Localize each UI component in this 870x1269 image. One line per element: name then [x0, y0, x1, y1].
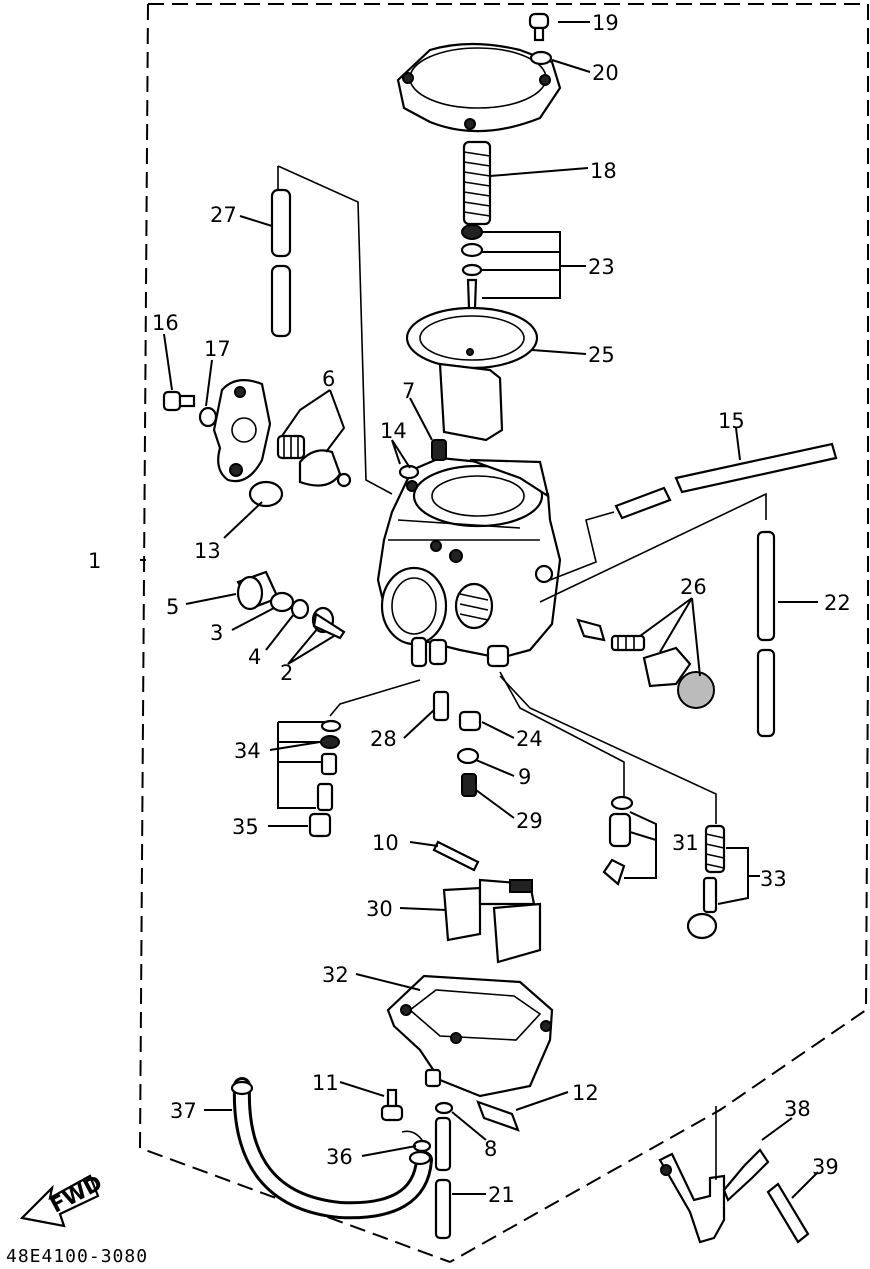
label-2: 2 [280, 661, 293, 685]
part-needle-valve-31 [602, 795, 634, 886]
leader-15-tube [549, 511, 615, 581]
label-6: 6 [322, 367, 335, 391]
label-27: 27 [210, 203, 237, 227]
part-plug-35 [308, 812, 332, 838]
label-5: 5 [166, 595, 179, 619]
label-20: 20 [592, 61, 619, 85]
leader-27-tube [277, 165, 393, 495]
label-26: 26 [680, 575, 707, 599]
part-screw-19 [528, 12, 550, 42]
part-clip-36 [401, 1130, 432, 1153]
label-3: 3 [210, 621, 223, 645]
leader-lines [140, 21, 819, 1199]
part-washer-17 [198, 406, 218, 428]
label-15: 15 [718, 409, 745, 433]
diagram-code: 48E4100-3080 [6, 1246, 148, 1267]
part-washer-8 [434, 1101, 454, 1115]
label-4: 4 [248, 645, 261, 669]
part-bracket-38 [658, 1148, 770, 1244]
part-washer-4 [290, 598, 310, 620]
part-spring-18 [462, 140, 492, 226]
label-10: 10 [372, 831, 399, 855]
label-39: 39 [812, 1155, 839, 1179]
label-24: 24 [516, 727, 543, 751]
part-jet-24 [458, 710, 482, 732]
part-o-ring-13 [248, 480, 284, 508]
part-diaphragm-25 [405, 306, 539, 442]
part-tube-15 [614, 442, 838, 520]
fwd-arrow-icon: FWD [19, 1171, 106, 1228]
part-tube-22 [756, 530, 776, 738]
part-top-cover [396, 42, 562, 133]
part-washer-3 [269, 591, 295, 613]
label-38: 38 [784, 1097, 811, 1121]
label-17: 17 [204, 337, 231, 361]
label-19: 19 [592, 11, 619, 35]
label-14: 14 [380, 419, 407, 443]
label-18: 18 [590, 159, 617, 183]
part-screw-16 [162, 390, 196, 412]
label-28: 28 [370, 727, 397, 751]
label-33: 33 [760, 867, 787, 891]
part-tube-27 [270, 188, 292, 338]
label-32: 32 [322, 963, 349, 987]
part-tube-21 [434, 1116, 452, 1240]
label-11: 11 [312, 1071, 339, 1095]
part-drain-screw-12 [476, 1100, 520, 1132]
part-labels: 19 20 18 23 25 27 16 17 6 7 14 15 13 1 5… [88, 11, 851, 1207]
part-jet-7 [431, 439, 447, 461]
label-34: 34 [234, 739, 261, 763]
assembly-boundary [138, 3, 869, 1263]
part-jet-28 [432, 690, 450, 722]
leader-31-line [499, 671, 625, 796]
part-screw-11 [380, 1088, 404, 1122]
leader-34-line [329, 679, 421, 717]
label-36: 36 [326, 1145, 353, 1169]
label-22: 22 [824, 591, 851, 615]
fwd-label: FWD [46, 1171, 106, 1218]
label-30: 30 [366, 897, 393, 921]
part-screw-set-26 [576, 618, 715, 709]
part-hose-37 [230, 1077, 433, 1220]
leader-33-line [499, 675, 717, 824]
part-pilot-set-34 [316, 719, 342, 812]
part-washer-9 [456, 747, 480, 765]
part-jet-29 [461, 773, 477, 797]
label-13: 13 [194, 539, 221, 563]
part-carburetor-body [376, 456, 562, 668]
part-hose-39 [766, 1182, 810, 1244]
label-16: 16 [152, 311, 179, 335]
label-8: 8 [484, 1137, 497, 1161]
part-float-bowl-32 [386, 974, 554, 1098]
label-12: 12 [572, 1081, 599, 1105]
part-spring-valve-6 [276, 434, 352, 488]
label-31: 31 [672, 831, 699, 855]
part-screw-2 [311, 606, 346, 640]
part-pin-10 [432, 840, 480, 872]
label-25: 25 [588, 343, 615, 367]
part-float-30 [442, 878, 542, 964]
label-21: 21 [488, 1183, 515, 1207]
part-spring-screw-33 [686, 824, 726, 940]
part-washer-20 [529, 50, 553, 66]
part-cap-5 [236, 570, 280, 611]
leader-22-tube [539, 492, 767, 603]
label-1: 1 [88, 549, 101, 573]
label-7: 7 [402, 379, 415, 403]
label-37: 37 [170, 1099, 197, 1123]
label-29: 29 [516, 809, 543, 833]
label-9: 9 [518, 765, 531, 789]
part-enricher-cover [212, 379, 272, 483]
label-23: 23 [588, 255, 615, 279]
label-35: 35 [232, 815, 259, 839]
